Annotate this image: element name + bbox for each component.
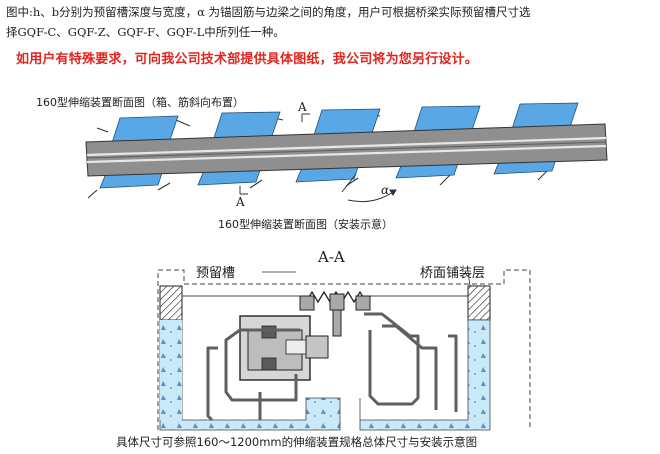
section-view-title: A-A <box>318 248 345 266</box>
rebars-right <box>364 312 458 412</box>
hatch-right <box>467 285 491 321</box>
box-upper-4 <box>413 105 481 133</box>
intro-line-1: 图中:h、b分别为预留槽深度与宽度，α 为锚固筋与边梁之间的角度，用户可根据桥梁… <box>6 5 531 19</box>
anchor-box-left <box>239 315 329 381</box>
hatch-left <box>159 285 183 321</box>
rebars-left <box>206 328 300 422</box>
section-line <box>239 113 310 195</box>
box-upper-2 <box>213 111 281 139</box>
section-mark-bottom: A <box>235 195 245 209</box>
section-mark-top: A <box>297 100 307 114</box>
plan-view-title: 160型伸缩装置断面图（箱、筋斜向布置） <box>36 96 244 109</box>
angle-label: α <box>381 183 389 197</box>
intro-line-2: 择GQF-C、GQF-Z、GQF-F、GQF-L中所列任一种。 <box>6 25 285 39</box>
notice-text: 如用户有特殊要求，可向我公司技术部提供具体图纸，我公司将为您另行设计。 <box>16 52 479 67</box>
section-view <box>157 269 531 431</box>
plan-view-caption: 160型伸缩装置断面图（安装示意） <box>218 218 393 231</box>
plan-view: A A α <box>85 100 608 209</box>
section-view-caption: 具体尺寸可参照160～1200mm的伸缩装置规格总体尺寸与安装示意图 <box>116 435 478 449</box>
box-upper-3 <box>313 108 381 136</box>
upper-boxes <box>111 102 579 144</box>
section-left-label: 预留槽 <box>196 266 236 281</box>
steel-profiles <box>299 293 371 337</box>
angle-indicator <box>341 173 397 203</box>
concrete-right <box>359 319 491 431</box>
center-beam <box>85 123 608 177</box>
dashed-contour <box>157 269 531 430</box>
